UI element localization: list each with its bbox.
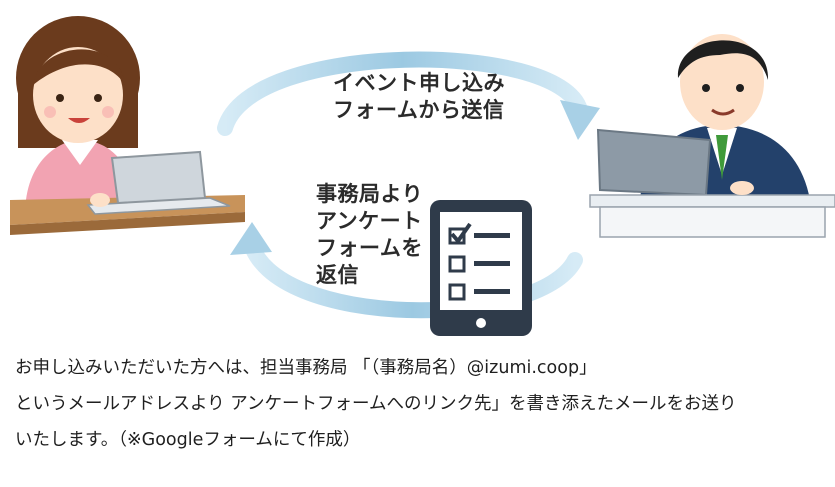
send-arrow: [217, 51, 600, 140]
reply-survey-label-line: アンケート: [316, 209, 423, 233]
reply-arrow: [230, 222, 583, 319]
tablet-checklist-icon: [430, 200, 532, 336]
caption-line: お申し込みいただいた方へは、担当事務局 「（事務局名）@izumi.coop」: [15, 358, 597, 378]
send-form-label-line: イベント申し込み: [333, 71, 505, 95]
checkbox-checked-icon: [448, 222, 472, 245]
reply-survey-label-line: 事務局より: [316, 182, 424, 206]
businessman-illustration: [589, 34, 835, 238]
send-form-label: イベント申し込み フォームから送信: [333, 70, 505, 124]
caption-text: お申し込みいただいた方へは、担当事務局 「（事務局名）@izumi.coop」 …: [15, 350, 825, 458]
caption-line: いたします。（※Googleフォームにて作成）: [15, 430, 361, 450]
reply-survey-label-line: フォームを: [316, 236, 423, 260]
caption-line: というメールアドレスより アンケートフォームへのリンク先」を書き添えたメールをお…: [15, 394, 737, 414]
reply-survey-label: 事務局より アンケート フォームを 返信: [316, 181, 423, 289]
woman-user-illustration: [10, 16, 245, 235]
reply-survey-label-line: 返信: [316, 263, 359, 287]
diagram-illustration: [10, 16, 835, 336]
send-form-label-line: フォームから送信: [333, 98, 505, 122]
